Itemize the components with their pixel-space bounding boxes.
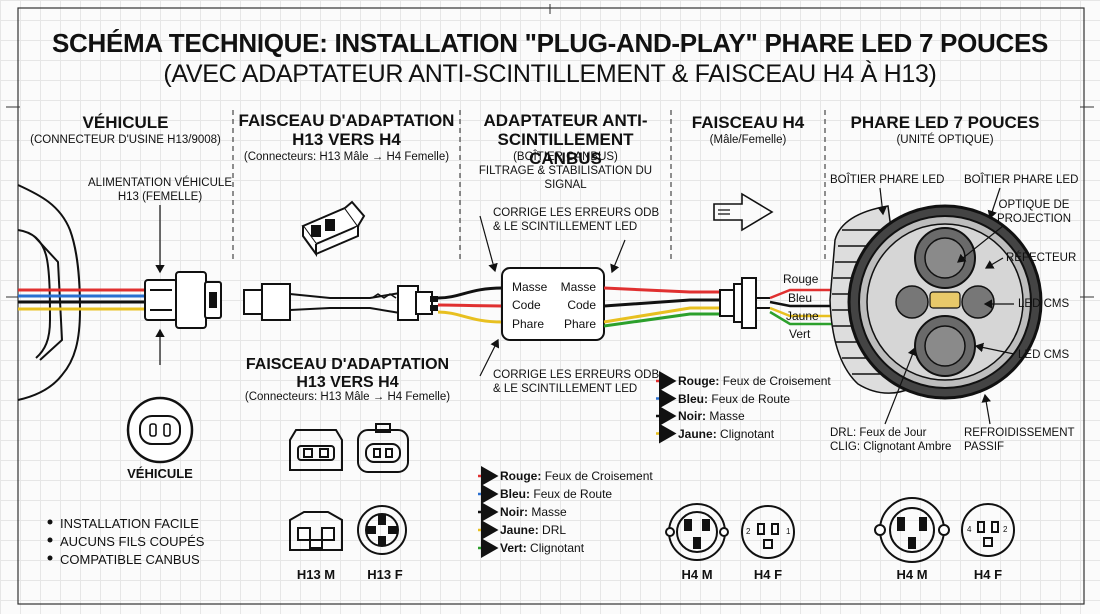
legend-upper-item-3: Jaune: Clignotant [678, 426, 775, 441]
section-headlight-sub: (UNITÉ OPTIQUE) [896, 134, 994, 146]
legend-lower-item-0: Rouge: Feux de Croisement [500, 469, 653, 483]
legend-lower-item-name: Bleu [500, 487, 527, 501]
h4m-label-b: H4 M [896, 567, 928, 582]
legend-upper-item-name: Jaune [678, 426, 713, 441]
canbus-right-phare: Phare [563, 317, 596, 331]
legend-lower-item-2: Noir: Masse [500, 505, 567, 519]
legend-upper-item-name: Bleu [678, 391, 705, 406]
h4f-label-a: H4 F [753, 567, 783, 582]
section-h4-sub: (Mâle/Femelle) [709, 134, 787, 146]
h4f-a-pin-left: 2 [746, 527, 751, 536]
vehicle-plug-icon [126, 396, 194, 464]
harness-to-canbus-wires [437, 286, 503, 324]
legend-lower-item-3: Jaune: DRL [500, 523, 567, 537]
canbus-box [501, 267, 605, 341]
h13-connector-faces [289, 423, 409, 555]
h13m-label: H13 M [296, 567, 336, 582]
bullet-dots [47, 519, 53, 561]
section-harness-sub: (Connecteurs: H13 Mâle → H4 Femelle) [243, 151, 450, 163]
canbus-top-note: CORRIGE LES ERREURS ODB & LE SCINTILLEME… [493, 207, 660, 233]
bullet-3: COMPATIBLE CANBUS [60, 552, 200, 567]
legend-lower-swatches [478, 466, 499, 558]
wire-label-jaune: Jaune [786, 309, 819, 323]
section-canbus-heading: ADAPTATEUR ANTI- SCINTILLEMENT CANBUS [483, 111, 648, 169]
legend-upper-item-desc: Feux de Croisement [722, 374, 831, 388]
legend-lower-item-name: Jaune [500, 523, 535, 537]
canbus-bottom-note: CORRIGE LES ERREURS ODB & LE SCINTILLEME… [493, 369, 660, 395]
drl-clig-label: DRL: Feux de Jour CLIG: Clignotant Ambre [830, 427, 952, 453]
h4m-label-a: H4 M [681, 567, 713, 582]
legend-lower-item-1: Bleu: Feux de Route [500, 487, 613, 501]
projection-optic-label: OPTIQUE DE PROJECTION [996, 199, 1072, 225]
vehicle-outline [17, 184, 82, 401]
canbus-left-code: Code [512, 298, 541, 312]
legend-lower-item-4: Vert: Clignotant [500, 541, 585, 555]
cooling-label: REFROIDISSEMENT PASSIF [964, 427, 1075, 453]
adapter-harness [243, 283, 438, 321]
page-title: SCHÉMA TECHNIQUE: INSTALLATION "PLUG-AND… [51, 28, 1049, 58]
flow-arrow-icon [713, 192, 774, 232]
bullet-2: AUCUNS FILS COUPÉS [60, 534, 205, 549]
h4f-b-pin-left: 4 [967, 525, 972, 534]
h13f-label: H13 F [367, 567, 403, 582]
legend-lower-item-desc: Masse [531, 505, 567, 519]
page-subtitle: (AVEC ADAPTATEUR ANTI-SCINTILLEMENT & FA… [163, 60, 937, 88]
legend-upper-item-0: Rouge: Feux de Croisement [678, 374, 831, 388]
vehicle-h13-connector [144, 271, 222, 329]
wire-label-bleu: Bleu [788, 291, 813, 305]
legend-upper-item-desc: Clignotant [720, 426, 775, 441]
section-dividers [232, 110, 826, 262]
legend-lower-item-name: Vert [500, 541, 523, 555]
section-vehicle-sub: (CONNECTEUR D'USINE H13/9008) [30, 134, 221, 146]
vehicle-plug-label: VÉHICULE [127, 466, 193, 481]
legend-upper-item-name: Rouge [678, 374, 716, 388]
section-vehicle-heading: VÉHICULE [82, 113, 169, 132]
h4-to-headlight-wires [769, 288, 840, 326]
wire-label-vert: Vert [789, 327, 811, 341]
vehicle-power-label: ALIMENTATION VÉHICULE H13 (FEMELLE) [88, 177, 232, 203]
legend-lower-item-desc: Feux de Croisement [544, 469, 653, 483]
h4f-label-b: H4 F [973, 567, 1003, 582]
harness-mid-sub: (Connecteurs: H13 Mâle → H4 Femelle) [244, 391, 451, 403]
led-cms-label-1: LED CMS [1018, 298, 1070, 310]
vehicle-wires [18, 288, 150, 311]
legend-lower-item-desc: Feux de Route [533, 487, 613, 501]
section-headlight-heading: PHARE LED 7 POUCES [850, 113, 1040, 132]
led-cms-label-2: LED CMS [1018, 349, 1070, 361]
canbus-left-masse: Masse [512, 280, 548, 294]
canbus-left-phare: Phare [512, 317, 545, 331]
canbus-right-masse: Masse [560, 280, 596, 294]
canbus-right-code: Code [567, 298, 596, 312]
legend-upper-item-desc: Feux de Route [711, 391, 791, 406]
legend-upper-item-2: Noir: Masse [678, 409, 745, 423]
section-h4-heading: FAISCEAU H4 [691, 113, 805, 132]
legend-lower-item-desc: Clignotant [530, 541, 585, 555]
bullet-1: INSTALLATION FACILE [60, 516, 199, 531]
legend-upper-swatches [656, 371, 677, 444]
housing-label-left: BOÎTIER PHARE LED [830, 174, 945, 186]
h4f-b-pin-right: 2 [1003, 525, 1008, 534]
canbus-to-h4-wires [603, 286, 722, 328]
harness-mid-heading: FAISCEAU D'ADAPTATION H13 VERS H4 [245, 356, 450, 391]
h4f-a-pin-right: 1 [786, 527, 791, 536]
section-harness-heading: FAISCEAU D'ADAPTATION H13 VERS H4 [238, 111, 455, 150]
h4-connector-faces-a [665, 503, 795, 561]
section-canbus-sub: (BOÎTIER CANBUS) FILTRAGE & STABILISATIO… [478, 151, 653, 191]
legend-upper-item-1: Bleu: Feux de Route [678, 391, 791, 406]
housing-label-right: BOÎTIER PHARE LED [964, 174, 1079, 186]
legend-lower-item-desc: DRL [542, 523, 567, 537]
h13-plug-sketch-icon [301, 200, 366, 258]
led-headlight [829, 204, 1043, 400]
legend-upper-item-desc: Masse [709, 409, 745, 423]
legend-lower-item-name: Rouge [500, 469, 538, 483]
legend-upper-item-name: Noir [678, 409, 702, 423]
legend-lower-item-name: Noir [500, 505, 524, 519]
wire-label-rouge: Rouge [783, 272, 819, 286]
h4-connector-faces-b [874, 497, 1015, 563]
h4-harness-connector [719, 277, 770, 329]
reflector-label: RÉFECTEUR [1006, 252, 1077, 264]
